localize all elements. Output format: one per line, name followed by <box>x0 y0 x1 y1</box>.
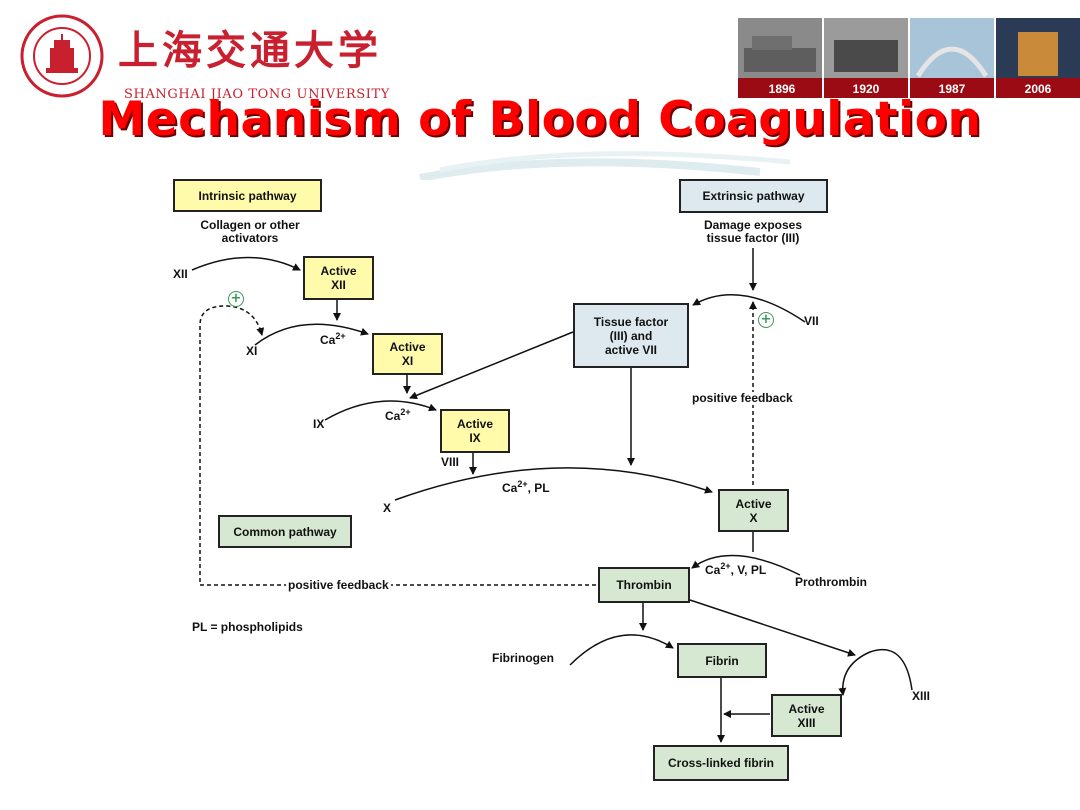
fibrin-box: Fibrin <box>677 643 767 678</box>
slide-title: Mechanism of Blood Coagulation <box>98 92 982 147</box>
positive-feedback-left-label: positive feedback <box>286 578 391 592</box>
plus-icon: + <box>758 312 774 328</box>
calcium-v-pl-label: Ca2+, V, PL <box>705 561 767 577</box>
arrow-x-activation <box>394 467 713 501</box>
active-ix-box: Active IX <box>440 409 510 453</box>
intrinsic-activators-label: Collagen or other activators <box>200 218 300 245</box>
active-x-box: Active X <box>718 489 789 532</box>
thrombin-box: Thrombin <box>598 567 690 603</box>
plus-icon: + <box>228 291 244 307</box>
arrow-fibrinogen-activation <box>569 634 674 666</box>
intrinsic-pathway-box: Intrinsic pathway <box>173 179 322 212</box>
phospholipids-note: PL = phospholipids <box>192 620 303 634</box>
extrinsic-pathway-box: Extrinsic pathway <box>679 179 828 213</box>
university-name-chinese: 上海交通大学 <box>118 27 382 74</box>
year-label: 1896 <box>769 82 796 96</box>
factor-viii-label: VIII <box>441 455 460 469</box>
year-label: 1987 <box>939 82 966 96</box>
active-xi-box: Active XI <box>372 333 443 375</box>
extrinsic-damage-label: Damage exposes tissue factor (III) <box>703 218 803 245</box>
tissue-factor-box: Tissue factor (III) and active VII <box>573 303 689 368</box>
fibrinogen-label: Fibrinogen <box>492 651 554 665</box>
cross-linked-fibrin-box: Cross-linked fibrin <box>653 745 789 781</box>
factor-xi-label: XI <box>246 344 258 358</box>
calcium-label-ix: Ca2+ <box>385 407 411 423</box>
arrow-xii-activation <box>191 256 301 271</box>
arrow-xiii-activation <box>838 648 913 696</box>
arrow-tissue-factor-to-ix <box>409 331 574 400</box>
arrow-thrombin-to-xiii <box>689 599 856 657</box>
calcium-pl-label: Ca2+, PL <box>502 479 550 495</box>
positive-feedback-right-label: positive feedback <box>690 391 795 405</box>
active-xii-box: Active XII <box>303 256 374 300</box>
arrow-xi-activation <box>254 323 369 346</box>
background-swoosh <box>419 151 791 180</box>
active-xiii-box: Active XIII <box>771 694 842 737</box>
history-photo-strip: 1896 1920 1987 2006 <box>738 18 1080 98</box>
prothrombin-label: Prothrombin <box>795 575 867 589</box>
common-pathway-box: Common pathway <box>218 515 352 548</box>
arrow-vii-activation <box>692 294 806 323</box>
factor-xii-label: XII <box>173 267 188 281</box>
factor-vii-label: VII <box>804 314 819 328</box>
arrow-ix-activation <box>324 400 437 421</box>
factor-xiii-label: XIII <box>912 689 931 703</box>
arrow-prothrombin-activation <box>691 554 801 576</box>
calcium-label-xi: Ca2+ <box>320 331 346 347</box>
dashed-positive-feedback-left <box>199 305 596 586</box>
university-seal-logo <box>20 14 104 98</box>
factor-x-label: X <box>383 501 392 515</box>
factor-ix-label: IX <box>313 417 325 431</box>
year-label: 2006 <box>1025 82 1052 96</box>
university-name-english: SHANGHAI JIAO TONG UNIVERSITY <box>124 87 390 102</box>
slide-header: 上海交通大学 SHANGHAI JIAO TONG UNIVERSITY 189… <box>0 0 1080 180</box>
year-label: 1920 <box>853 82 880 96</box>
